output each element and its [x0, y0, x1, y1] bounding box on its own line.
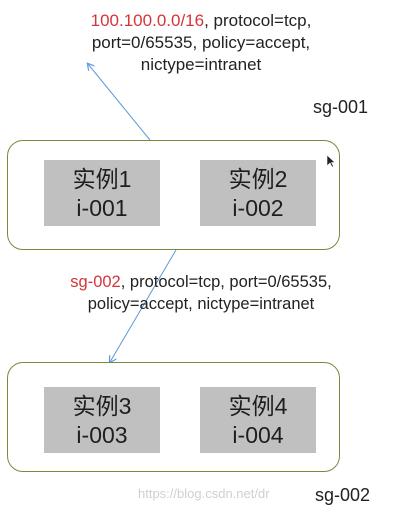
rule-top-line2: port=0/65535, policy=accept, [91, 33, 311, 52]
rule-top-line3: nictype=intranet [140, 55, 262, 74]
instance-id: i-001 [76, 195, 128, 221]
instance-name: 实例3 [72, 393, 132, 419]
group-label-sg-001: sg-001 [313, 97, 369, 117]
instance-name: 实例2 [228, 166, 288, 192]
rule-source-cidr: 100.100.0.0/16 [90, 11, 205, 30]
instance-id: i-004 [232, 422, 284, 448]
rule-mid-line1: , protocol=tcp, port=0/65535, [120, 273, 332, 291]
instance-name: 实例4 [228, 393, 288, 419]
rule-text-top: 100.100.0.0/16, protocol=tcp, port=0/655… [0, 10, 402, 76]
mouse-pointer-icon [326, 154, 336, 168]
instance-box-3: 实例3 i-003 [44, 387, 160, 453]
instance-box-1: 实例1 i-001 [44, 160, 160, 226]
instance-name: 实例1 [72, 166, 132, 192]
instance-id: i-002 [232, 195, 284, 221]
instance-box-2: 实例2 i-002 [200, 160, 316, 226]
rule-mid-line2: policy=accept, nictype=intranet [87, 295, 315, 313]
rule-source-group: sg-002 [70, 273, 121, 291]
instance-id: i-003 [76, 422, 128, 448]
rule-text-middle: sg-002, protocol=tcp, port=0/65535, poli… [0, 271, 402, 315]
instance-box-4: 实例4 i-004 [200, 387, 316, 453]
watermark: https://blog.csdn.net/dr [138, 486, 270, 501]
group-label-sg-002: sg-002 [315, 485, 371, 505]
rule-top-line1: , protocol=tcp, [204, 11, 312, 30]
